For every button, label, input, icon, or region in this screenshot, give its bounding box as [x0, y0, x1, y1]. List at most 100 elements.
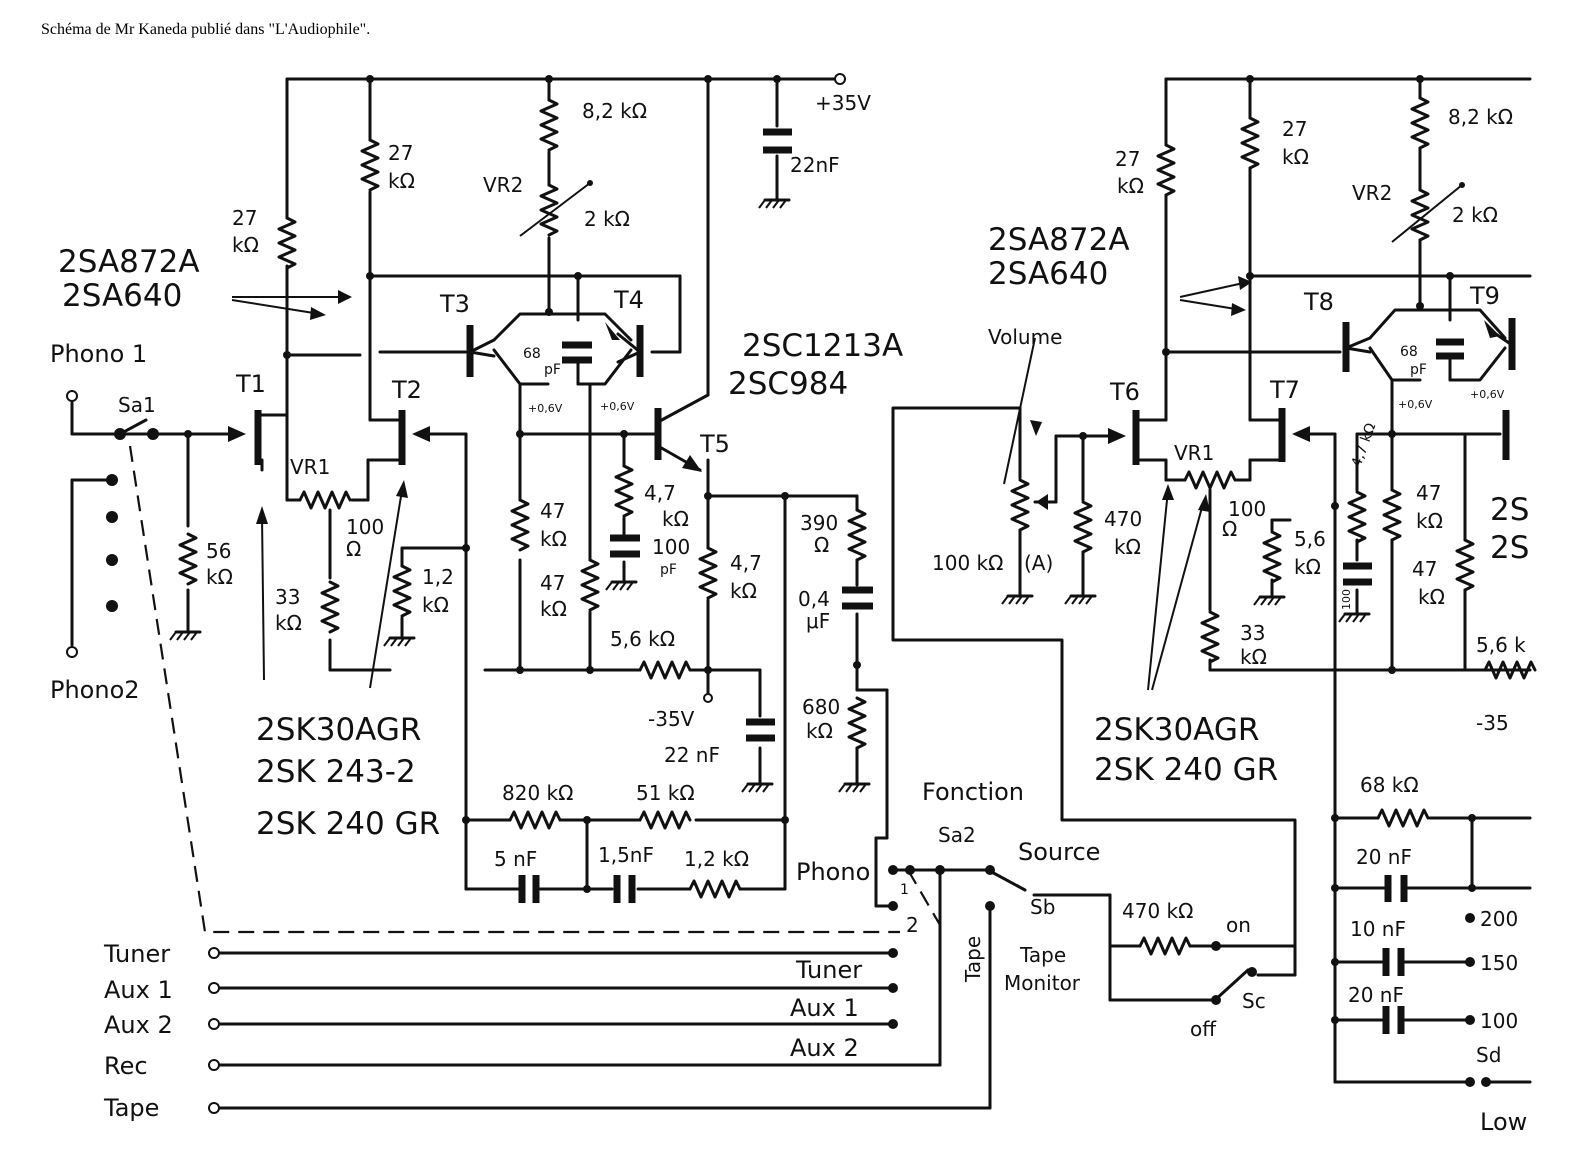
- bias-voltage-r-1: +0,6V: [1398, 398, 1433, 411]
- resistor-27k-r-b: [1240, 116, 1260, 170]
- monitor-on-label: on: [1226, 913, 1251, 937]
- pnp-part-2: 2SA640: [62, 278, 182, 314]
- transistor-t2-label: T2: [391, 376, 422, 404]
- capacitor-10nf-label: 10 nF: [1350, 917, 1406, 941]
- tuner-input-jack: [208, 947, 220, 959]
- capacitor-68pf-r-value: 68: [1400, 344, 1418, 360]
- capacitor-68pf-value: 68: [523, 346, 541, 362]
- resistor-100-r-value: 100: [1228, 497, 1266, 521]
- resistor-390-unit: Ω: [814, 533, 829, 557]
- fet-part-r-1: 2SK30AGR: [1094, 712, 1259, 748]
- capacitor-68pf-unit: pF: [544, 362, 561, 378]
- transistor-t6-label: T6: [1109, 378, 1140, 406]
- trimmer-vr2-r-label: VR2: [1352, 181, 1392, 205]
- resistor-4k7-a-value: 4,7: [644, 481, 676, 505]
- resistor-33k: [320, 580, 340, 634]
- resistor-5k6: [638, 660, 692, 680]
- supply-neg-label: -35V: [648, 707, 695, 731]
- resistor-1k2-b: [688, 879, 742, 899]
- position-1-label: 1: [900, 882, 909, 898]
- resistor-820k-label: 820 kΩ: [502, 781, 573, 805]
- resistor-1k2-value: 1,2: [422, 565, 454, 589]
- rec-output-jack: [208, 1059, 220, 1071]
- transistor-t4-label: T4: [613, 286, 644, 314]
- trimmer-vr1-label: VR1: [290, 455, 330, 479]
- ground-symbol: [757, 198, 791, 210]
- position-150-label: 150: [1480, 951, 1518, 975]
- npn-part-1: 2SC1213A: [742, 328, 903, 364]
- aux2-input-jack: [208, 1018, 220, 1030]
- selector-components: [208, 865, 1257, 1114]
- resistor-33k-r-unit: kΩ: [1240, 645, 1267, 669]
- ground-symbol: [740, 782, 774, 794]
- resistor-680k-value: 680: [802, 695, 840, 719]
- resistor-100-r-unit: Ω: [1222, 517, 1237, 541]
- volume-label: Volume: [988, 325, 1062, 349]
- volume-potentiometer: [1010, 478, 1030, 532]
- resistor-390: [847, 508, 867, 562]
- tape-monitor-label-line1: Tape: [1019, 943, 1066, 967]
- resistor-47k-a-value: 47: [540, 499, 565, 523]
- left-channel-labels: +35V 8,2 kΩ 27 kΩ 27 kΩ VR2 2 kΩ 22nF 2S…: [50, 91, 903, 871]
- resistor-4k7-b-value: 4,7: [730, 551, 762, 575]
- left-channel-components: [66, 73, 873, 903]
- resistor-33k-r-value: 33: [1240, 621, 1265, 645]
- resistor-27k-r-a: [1156, 143, 1176, 197]
- resistor-27k-r-a-unit: kΩ: [1117, 174, 1144, 198]
- source-label: Source: [1018, 838, 1100, 866]
- resistor-47k-b: [580, 558, 600, 612]
- resistor-51k: [638, 810, 692, 830]
- part-label-cut-1: 2S: [1490, 492, 1529, 528]
- resistor-27k-b-value: 27: [388, 141, 413, 165]
- part-label-cut-2: 2S: [1490, 530, 1529, 566]
- trimmer-vr1-r: [1183, 470, 1237, 490]
- resistor-820k: [508, 810, 562, 830]
- resistor-51k-label: 51 kΩ: [636, 781, 695, 805]
- resistor-680k: [847, 696, 867, 750]
- tape-input-jack: [208, 1102, 220, 1114]
- ground-symbol: [1337, 612, 1371, 624]
- trimmer-vr1: [298, 490, 352, 510]
- transistor-t1-label: T1: [235, 370, 266, 398]
- switch-label-aux1: Aux 1: [790, 994, 859, 1022]
- fet-part-3: 2SK 240 GR: [256, 806, 440, 842]
- sd-contact: [1465, 1015, 1475, 1025]
- resistor-4k7-a: [614, 464, 634, 518]
- sa1-contact: [106, 554, 118, 566]
- resistor-47k-r-a: [1382, 488, 1402, 542]
- transistor-t5-label: T5: [699, 430, 730, 458]
- resistor-47k-r-a-unit: kΩ: [1416, 509, 1443, 533]
- bias-voltage-1: +0,6V: [528, 402, 563, 415]
- switch-label-aux2: Aux 2: [790, 1034, 859, 1062]
- resistor-4k7-a-unit: kΩ: [662, 507, 689, 531]
- resistor-8k2: [539, 98, 559, 152]
- switch-sb-label: Sb: [1030, 895, 1055, 919]
- ground-symbol: [604, 580, 638, 592]
- switch-sa1-label: Sa1: [118, 393, 156, 417]
- resistor-680k-unit: kΩ: [806, 719, 833, 743]
- resistor-33k-r: [1200, 610, 1220, 664]
- resistor-27k-a-unit: kΩ: [232, 233, 259, 257]
- resistor-5k6-label: 5,6 kΩ: [610, 627, 675, 651]
- volume-arrow: [1003, 337, 1036, 485]
- sa1-contact: [147, 428, 159, 440]
- selector-wiring: [128, 406, 1297, 1110]
- resistor-56k: [178, 532, 198, 586]
- resistor-47k-b-value: 47: [540, 571, 565, 595]
- resistor-470k-r-unit: kΩ: [1114, 535, 1141, 559]
- resistor-4k7-b: [698, 546, 718, 600]
- tape-position-label: Tape: [961, 936, 985, 983]
- resistor-27k-r-b-unit: kΩ: [1282, 145, 1309, 169]
- resistor-27k-a-value: 27: [232, 206, 257, 230]
- resistor-470k-monitor-label: 470 kΩ: [1122, 899, 1193, 923]
- input-label-rec: Rec: [104, 1052, 148, 1080]
- supply-neg-terminal: [703, 693, 713, 703]
- resistor-27k-r-a-value: 27: [1115, 147, 1140, 171]
- transistor-t8-label: T8: [1303, 288, 1334, 316]
- bias-voltage-2: +0,6V: [600, 400, 635, 413]
- trimmer-vr1-r-label: VR1: [1174, 441, 1214, 465]
- resistor-8k2-label: 8,2 kΩ: [582, 99, 647, 123]
- capacitor-5nf-label: 5 nF: [494, 847, 537, 871]
- switch-sc-label: Sc: [1242, 989, 1266, 1013]
- phono2-label: Phono2: [50, 676, 140, 704]
